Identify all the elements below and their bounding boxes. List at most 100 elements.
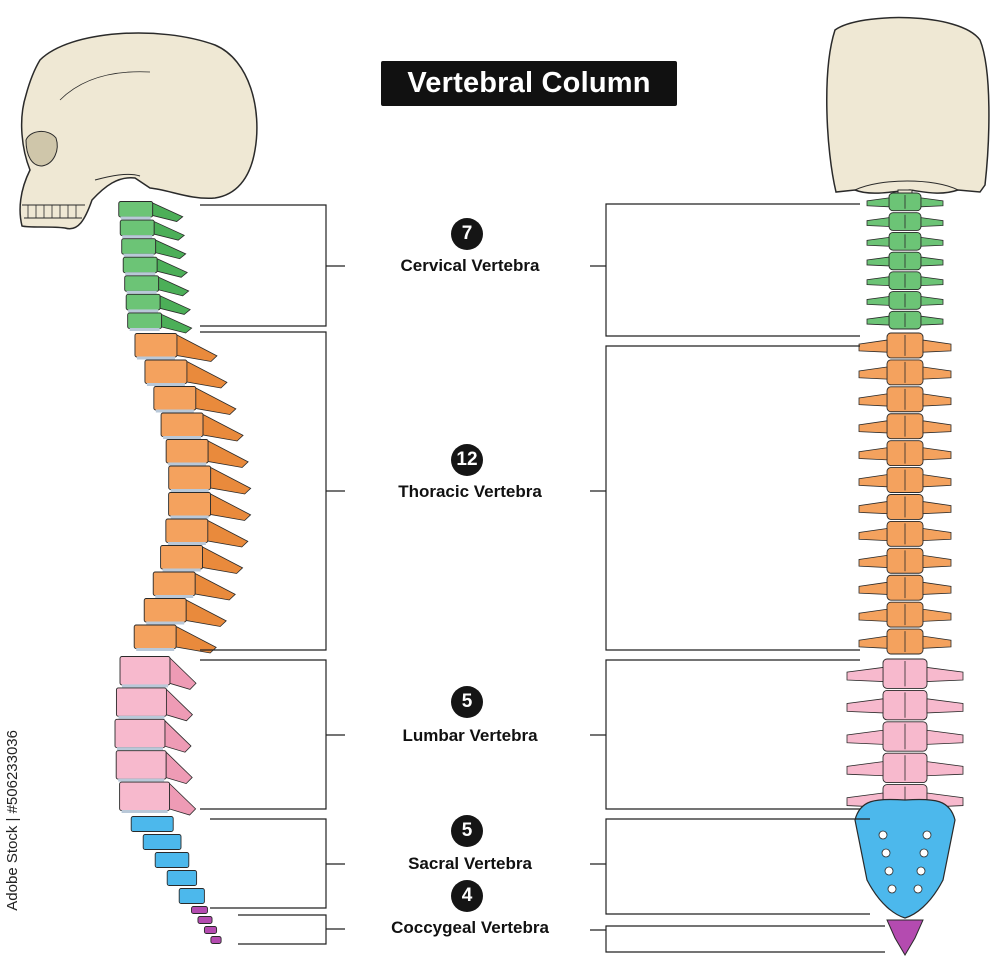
sacral-foramen <box>916 866 926 876</box>
bracket-left-sacral <box>210 818 345 909</box>
lateral-vertebra-coccygeal <box>210 936 222 944</box>
transverse-process-right <box>922 420 952 434</box>
sacral-foramen <box>881 848 891 858</box>
transverse-process-left <box>846 698 884 714</box>
thoracic-count-badge: 12 <box>451 444 483 476</box>
page-title: Vertebral Column <box>381 61 677 106</box>
lateral-vertebra-thoracic <box>168 465 212 490</box>
transverse-process-right <box>926 666 964 682</box>
lateral-vertebra-lumbar <box>119 781 171 811</box>
sacral-count-badge: 5 <box>451 815 483 847</box>
transverse-process-left <box>858 447 888 461</box>
transverse-process-left <box>866 256 890 267</box>
left-brackets <box>200 204 345 945</box>
spinous-process-lumbar <box>164 719 192 753</box>
transverse-process-left <box>866 197 890 208</box>
transverse-process-right <box>920 315 944 326</box>
bracket-right-thoracic <box>590 345 860 651</box>
lateral-vertebra-thoracic <box>144 359 188 384</box>
lateral-disc <box>128 309 159 313</box>
transverse-process-left <box>858 581 888 595</box>
bracket-left-coccygeal <box>238 914 345 945</box>
sacral-label: Sacral Vertebra <box>408 854 532 873</box>
bracket-right-sacral <box>590 818 870 915</box>
spinous-process-lumbar <box>166 688 194 722</box>
lateral-vertebra-sacral <box>142 834 182 850</box>
transverse-process-left <box>858 528 888 542</box>
posterior-sacrum <box>854 798 956 919</box>
transverse-process-right <box>922 393 952 407</box>
transverse-process-right <box>922 635 952 649</box>
lateral-vertebra-coccygeal <box>191 906 208 914</box>
posterior-spine <box>846 192 964 956</box>
spinous-process-thoracic <box>207 519 249 548</box>
transverse-process-left <box>858 474 888 488</box>
lateral-vertebra-coccygeal <box>197 916 213 924</box>
transverse-process-right <box>922 581 952 595</box>
transverse-process-right <box>920 296 944 306</box>
lumbar-count-badge: 5 <box>451 686 483 718</box>
lateral-disc <box>146 621 185 625</box>
lateral-vertebra-cervical <box>122 256 158 274</box>
transverse-process-right <box>926 698 964 714</box>
transverse-process-left <box>858 635 888 649</box>
transverse-process-left <box>846 666 884 682</box>
lateral-disc <box>170 489 209 492</box>
transverse-process-left <box>858 420 888 434</box>
spinous-process-cervical <box>152 202 184 223</box>
right-brackets <box>590 203 885 953</box>
spinous-process-thoracic <box>207 440 249 468</box>
bracket-right-coccygeal <box>590 925 885 953</box>
lateral-disc <box>170 515 209 519</box>
transverse-process-left <box>858 366 888 380</box>
lateral-vertebra-sacral <box>178 888 205 904</box>
spinous-process-thoracic <box>186 360 228 389</box>
coccygeal-count-badge: 4 <box>451 880 483 912</box>
sacral-foramen <box>922 830 932 840</box>
lateral-disc <box>122 235 153 239</box>
transverse-process-left <box>858 339 888 353</box>
transverse-process-left <box>846 761 884 777</box>
lateral-disc <box>155 409 194 413</box>
transverse-process-right <box>922 608 952 622</box>
sacral-foramen <box>919 848 929 858</box>
transverse-process-right <box>920 256 944 267</box>
lateral-disc <box>162 568 201 572</box>
transverse-process-right <box>922 366 952 380</box>
transverse-process-left <box>866 296 890 306</box>
lateral-disc <box>117 747 164 751</box>
spinous-process-thoracic <box>175 625 217 654</box>
lateral-disc <box>126 290 157 294</box>
spinous-process-cervical <box>158 276 190 297</box>
spinous-process-cervical <box>156 258 188 278</box>
transverse-process-left <box>846 729 884 745</box>
transverse-process-right <box>922 528 952 542</box>
transverse-process-left <box>858 501 888 515</box>
lateral-vertebra-cervical <box>119 219 155 237</box>
transverse-process-right <box>920 276 944 287</box>
transverse-process-right <box>922 447 952 461</box>
lateral-vertebra-cervical <box>124 275 160 292</box>
lateral-disc <box>118 778 165 782</box>
sacral-foramen <box>878 830 888 840</box>
lateral-disc <box>155 595 194 598</box>
cervical-count-badge: 7 <box>451 218 483 250</box>
coccygeal-label: Coccygeal Vertebra <box>391 918 549 937</box>
sacral-foramen <box>884 866 894 876</box>
spinous-process-cervical <box>161 313 193 334</box>
lateral-vertebra-lumbar <box>114 718 166 749</box>
spinous-process-thoracic <box>176 334 218 362</box>
lateral-vertebra-lumbar <box>115 687 167 717</box>
lateral-vertebra-thoracic <box>160 545 204 570</box>
stock-watermark: Adobe Stock | #506233036 <box>4 730 21 911</box>
transverse-process-left <box>858 608 888 622</box>
lateral-disc <box>123 253 154 257</box>
transverse-process-right <box>922 554 952 568</box>
lumbar-label: Lumbar Vertebra <box>402 726 538 745</box>
lateral-vertebra-cervical <box>118 201 154 218</box>
transverse-process-right <box>926 729 964 745</box>
transverse-process-right <box>922 474 952 488</box>
sacral-foramen <box>887 884 897 894</box>
spinous-process-cervical <box>155 239 187 260</box>
